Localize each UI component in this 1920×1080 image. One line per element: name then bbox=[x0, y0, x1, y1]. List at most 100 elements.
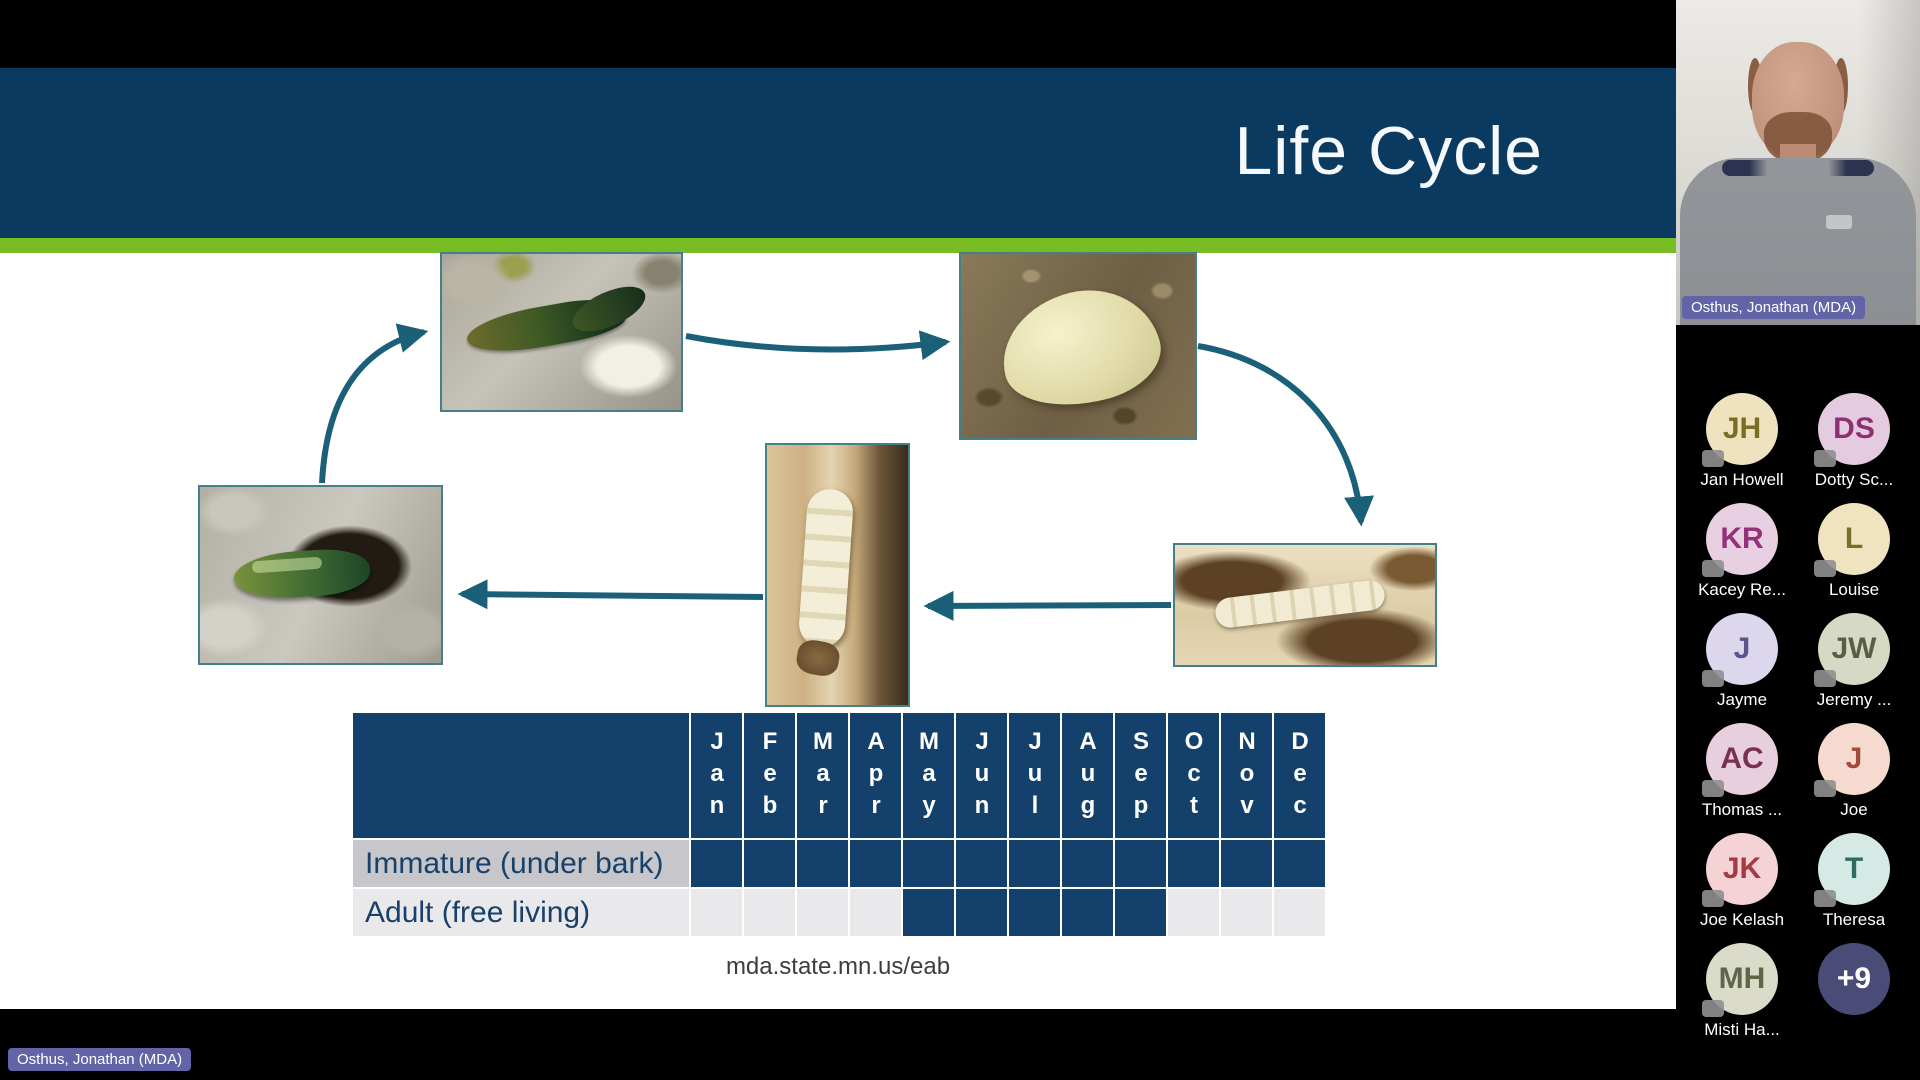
avatar-initials: T bbox=[1818, 833, 1890, 905]
participant-name: Joe Kelash bbox=[1699, 910, 1785, 929]
month-header-jun: Jun bbox=[956, 713, 1007, 838]
video-name-label: Osthus, Jonathan (MDA) bbox=[1682, 296, 1866, 319]
mic-muted-icon bbox=[1814, 780, 1836, 797]
participant-tile[interactable]: JK Joe Kelash bbox=[1686, 833, 1798, 943]
avatar: L bbox=[1814, 503, 1890, 577]
cell-feb bbox=[744, 889, 795, 936]
arrow-egg-to-larva bbox=[1197, 343, 1375, 527]
participant-tile[interactable]: L Louise bbox=[1798, 503, 1910, 613]
month-header-dec: Dec bbox=[1274, 713, 1325, 838]
cell-jul bbox=[1009, 889, 1060, 936]
avatar: J bbox=[1702, 613, 1778, 687]
cell-apr bbox=[850, 840, 901, 887]
photo-pupa bbox=[765, 443, 910, 707]
slide-title: Life Cycle bbox=[1234, 113, 1543, 189]
presenter-video[interactable]: Osthus, Jonathan (MDA) bbox=[1676, 0, 1920, 325]
avatar: AC bbox=[1702, 723, 1778, 797]
mic-muted-icon bbox=[1814, 890, 1836, 907]
participant-tile[interactable]: MH Misti Ha... bbox=[1686, 943, 1798, 1053]
mic-muted-icon bbox=[1702, 670, 1724, 687]
cell-jun bbox=[956, 889, 1007, 936]
participant-tile[interactable]: J Joe bbox=[1798, 723, 1910, 833]
participant-name: Misti Ha... bbox=[1704, 1020, 1780, 1039]
avatar: MH bbox=[1702, 943, 1778, 1017]
month-header-jan: Jan bbox=[691, 713, 742, 838]
slide-footer-url: mda.state.mn.us/eab bbox=[725, 953, 951, 980]
photo-adult-emerging bbox=[198, 485, 443, 665]
avatar: JW bbox=[1814, 613, 1890, 687]
participant-tile[interactable]: KR Kacey Re... bbox=[1686, 503, 1798, 613]
participant-name: Dotty Sc... bbox=[1814, 470, 1894, 489]
shared-slide: Life Cycle bbox=[0, 0, 1676, 1080]
participant-name: Thomas ... bbox=[1701, 800, 1783, 819]
cell-aug bbox=[1062, 840, 1113, 887]
month-header-feb: Feb bbox=[744, 713, 795, 838]
participant-tile[interactable]: DS Dotty Sc... bbox=[1798, 393, 1910, 503]
mic-muted-icon bbox=[1814, 670, 1836, 687]
cell-dec bbox=[1274, 840, 1325, 887]
month-header-oct: Oct bbox=[1168, 713, 1219, 838]
cell-feb bbox=[744, 840, 795, 887]
avatar: DS bbox=[1814, 393, 1890, 467]
cell-may bbox=[903, 889, 954, 936]
mic-muted-icon bbox=[1702, 780, 1724, 797]
participant-tile[interactable]: J Jayme bbox=[1686, 613, 1798, 723]
cell-aug bbox=[1062, 889, 1113, 936]
cell-nov bbox=[1221, 840, 1272, 887]
cell-sep bbox=[1115, 889, 1166, 936]
avatar: JK bbox=[1702, 833, 1778, 907]
participant-name: Jayme bbox=[1716, 690, 1768, 709]
cell-jan bbox=[691, 840, 742, 887]
photo-larva bbox=[1173, 543, 1437, 667]
participant-name: Jan Howell bbox=[1700, 470, 1784, 489]
mic-muted-icon bbox=[1702, 890, 1724, 907]
month-header-mar: Mar bbox=[797, 713, 848, 838]
overflow-count-badge: +9 bbox=[1818, 943, 1890, 1015]
cell-jun bbox=[956, 840, 1007, 887]
row-label: Immature (under bark) bbox=[353, 840, 689, 887]
mic-muted-icon bbox=[1702, 1000, 1724, 1017]
cell-mar bbox=[797, 889, 848, 936]
arrow-larva-to-pupa bbox=[923, 590, 1172, 621]
participant-tile[interactable]: +9 bbox=[1798, 943, 1910, 1053]
avatar-initials: KR bbox=[1706, 503, 1778, 575]
cell-mar bbox=[797, 840, 848, 887]
arrow-exit-to-adult bbox=[319, 323, 429, 484]
cell-nov bbox=[1221, 889, 1272, 936]
avatar: KR bbox=[1702, 503, 1778, 577]
mic-muted-icon bbox=[1814, 560, 1836, 577]
mic-muted-icon bbox=[1702, 450, 1724, 467]
month-header-apr: Apr bbox=[850, 713, 901, 838]
mic-muted-icon bbox=[1814, 450, 1836, 467]
avatar: J bbox=[1814, 723, 1890, 797]
arrow-pupa-to-exit bbox=[457, 579, 764, 610]
photo-egg bbox=[959, 252, 1197, 440]
slide-title-bar: Life Cycle bbox=[0, 68, 1676, 238]
cell-sep bbox=[1115, 840, 1166, 887]
arrow-adult-to-egg bbox=[685, 330, 951, 361]
accent-bar bbox=[0, 238, 1676, 253]
cell-apr bbox=[850, 889, 901, 936]
table-corner-cell bbox=[353, 713, 689, 838]
photo-adult-beetles bbox=[440, 252, 683, 412]
row-label: Adult (free living) bbox=[353, 889, 689, 936]
month-header-may: May bbox=[903, 713, 954, 838]
month-header-sep: Sep bbox=[1115, 713, 1166, 838]
participant-name: Kacey Re... bbox=[1698, 580, 1786, 599]
participant-name: Louise bbox=[1828, 580, 1880, 599]
participant-name: Joe bbox=[1840, 800, 1868, 819]
month-header-jul: Jul bbox=[1009, 713, 1060, 838]
presenter-collar bbox=[1722, 160, 1874, 176]
cell-jan bbox=[691, 889, 742, 936]
participant-tile[interactable]: AC Thomas ... bbox=[1686, 723, 1798, 833]
cell-dec bbox=[1274, 889, 1325, 936]
month-header-nov: Nov bbox=[1221, 713, 1272, 838]
